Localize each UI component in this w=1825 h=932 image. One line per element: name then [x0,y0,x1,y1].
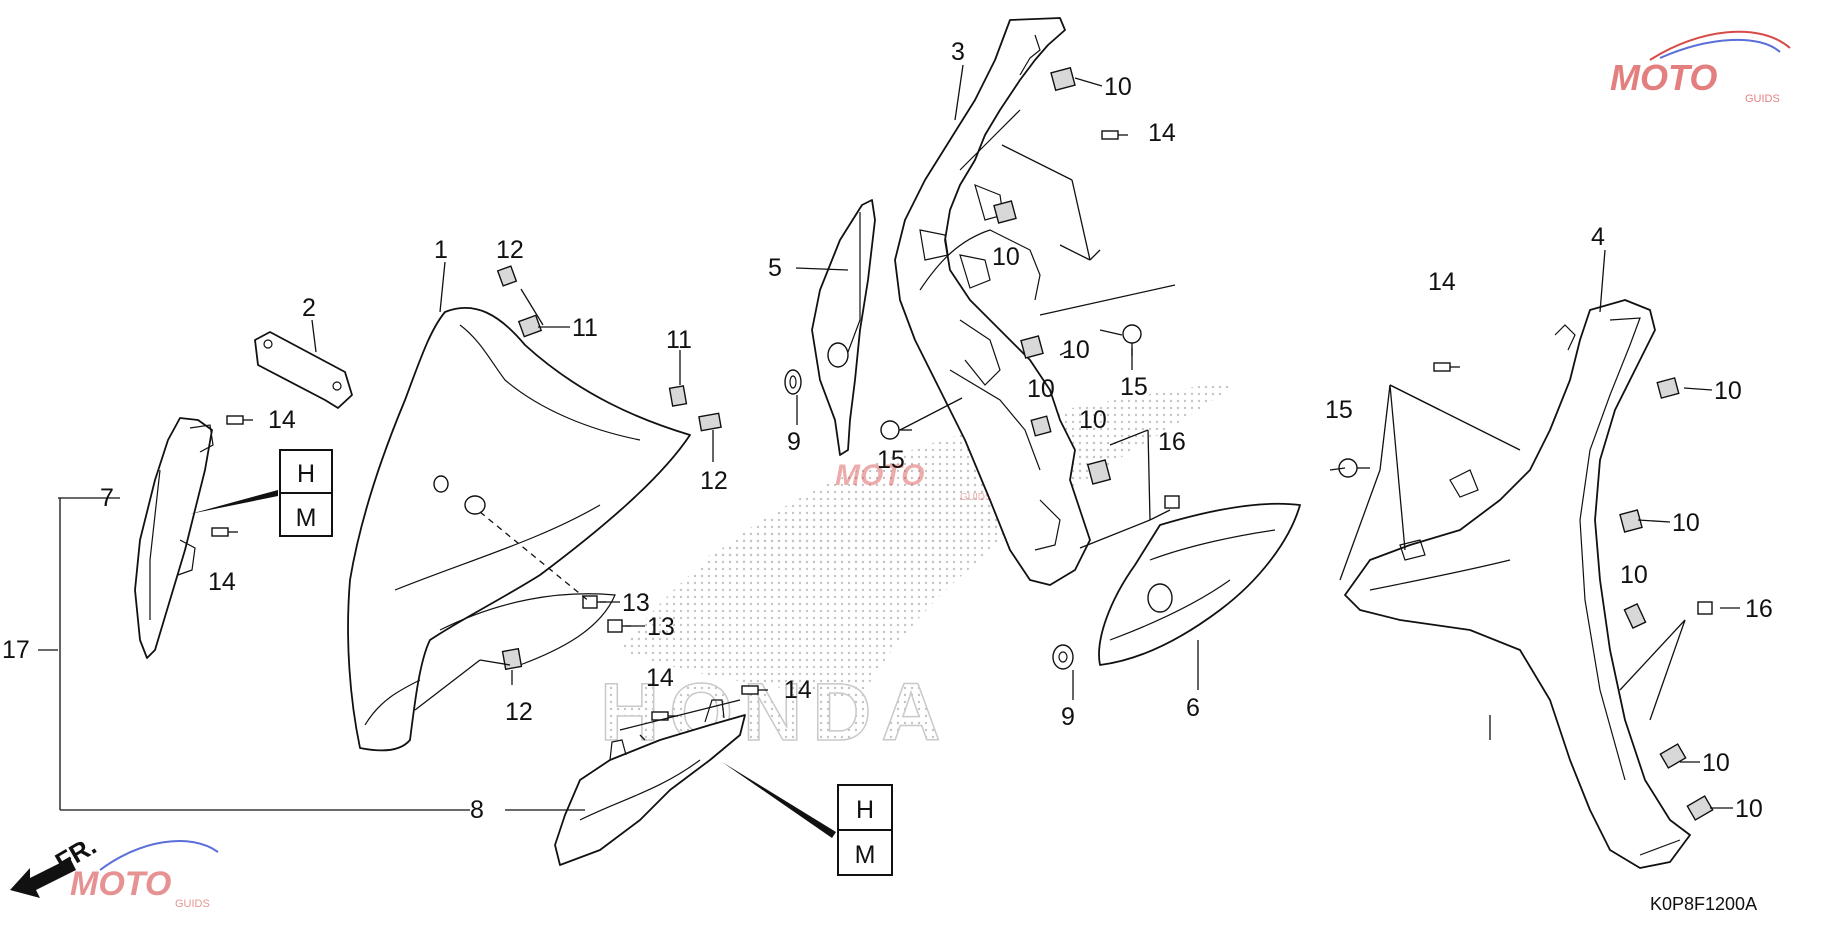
grommet-9-left [784,369,802,395]
callout-12-c: 12 [505,698,533,726]
callout-10-h: 10 [1620,561,1648,589]
callout-16-a: 16 [1158,428,1186,456]
part-1-front-cover [347,307,691,752]
callout-10-a: 10 [1104,73,1132,101]
part-2-plate [254,331,353,409]
part-8-lower-trim [554,699,746,866]
hm-badge-bottom-h: H [856,796,874,824]
moto-logo-subtext: GUIDS [1745,93,1780,105]
part-7-left-inner-piece [134,417,214,659]
leader-lines [38,64,1740,811]
callout-14-c: 14 [208,568,236,596]
callout-12-b: 12 [700,467,728,495]
callout-7: 7 [100,484,114,512]
callout-1: 1 [434,236,448,264]
callout-14-f: 14 [1428,268,1456,296]
moto-logo-bottom: MOTO GUIDS [70,840,219,910]
callout-9-left: 9 [787,428,801,456]
moto-logo-center-subtext: GUIDS [960,492,992,503]
callout-labels: 1 2 3 4 5 6 7 8 9 9 10 10 10 10 10 10 10… [2,38,1773,824]
callout-10-f: 10 [1714,377,1742,405]
callout-2: 2 [302,294,316,322]
callout-9-right: 9 [1061,703,1075,731]
callout-15-c: 15 [1325,396,1353,424]
callout-10-j: 10 [1735,795,1763,823]
callout-3: 3 [951,38,965,66]
callout-6: 6 [1186,694,1200,722]
callout-10-g: 10 [1672,509,1700,537]
callout-15-a: 15 [877,446,905,474]
clip-nuts [496,66,1714,821]
moto-logo-top: MOTO GUIDS [1610,30,1791,105]
moto-logo-center: MOTO GUIDS [835,459,992,503]
callout-17: 17 [2,636,30,664]
callout-13-a: 13 [622,589,650,617]
callout-11-a: 11 [572,314,598,342]
callout-16-b: 16 [1745,595,1773,623]
callout-8: 8 [470,796,484,824]
hm-badge-bottom-m: M [855,841,876,869]
callout-10-i: 10 [1702,749,1730,777]
callout-14-d: 14 [646,664,674,692]
moto-logo-bottom-text: MOTO [70,865,171,903]
callout-10-c: 10 [1062,336,1090,364]
grommet-on-cover [433,475,486,515]
callout-14-e: 14 [784,676,812,704]
screws [211,130,1713,721]
hm-badge-left: H M [190,449,333,537]
diagram-code: K0P8F1200A [1650,894,1757,914]
part-3-center-frame [894,17,1091,586]
hm-badge-bottom: H M [722,762,893,876]
moto-logo-text: MOTO [1610,57,1717,98]
moto-logo-center-text: MOTO [835,459,924,492]
callout-4: 4 [1591,223,1605,251]
callout-5: 5 [768,254,782,282]
part-4-right-cover [1344,299,1691,869]
hm-badge-left-m: M [296,504,317,532]
grommet-9-right [1052,644,1074,670]
callout-10-d: 10 [1027,375,1055,403]
callout-14-a: 14 [1148,119,1176,147]
callout-12-a: 12 [496,236,524,264]
callout-11-b: 11 [666,326,692,354]
moto-logo-bottom-subtext: GUIDS [175,898,210,910]
part-6-side-cover [1098,502,1301,666]
callout-10-b: 10 [992,243,1020,271]
callout-13-b: 13 [647,613,675,641]
part-5-inner-panel [811,199,876,456]
callout-15-b: 15 [1120,373,1148,401]
hm-badge-left-h: H [297,460,315,488]
callout-10-e: 10 [1079,406,1107,434]
callout-14-b: 14 [268,406,296,434]
